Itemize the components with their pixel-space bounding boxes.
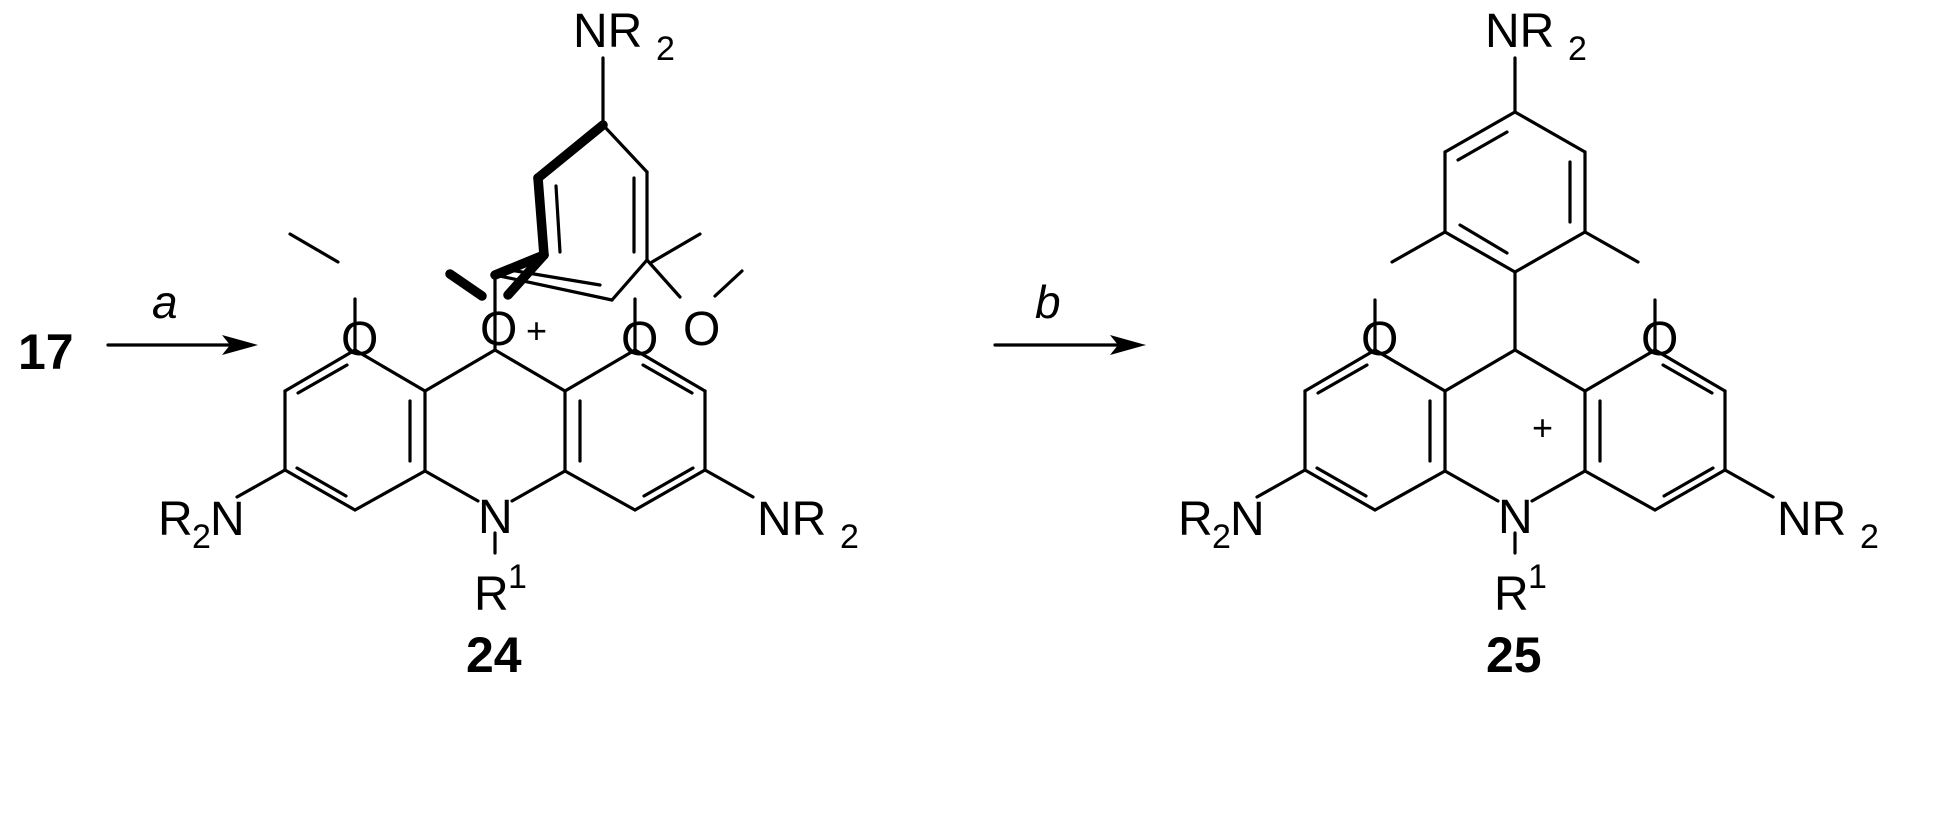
subscript: 2	[1212, 518, 1231, 556]
nr2-group-right: NR 2	[757, 493, 859, 556]
top-ring	[1443, 110, 1587, 274]
reaction-arrow-a	[106, 335, 258, 355]
acridine-central-ring	[423, 348, 567, 503]
r1-group: R 1	[1494, 558, 1547, 621]
oxygen-atom: O	[1641, 313, 1678, 366]
r2n-group-left: R 2 N	[1178, 493, 1265, 556]
nr2-text: NR	[573, 5, 642, 58]
subscript: 2	[192, 518, 211, 556]
n-text: N	[1230, 493, 1265, 546]
r1-group: R 1	[474, 558, 527, 621]
nr2-text: NR	[757, 493, 826, 546]
nr2-text: NR	[1485, 5, 1554, 58]
product-24-label: 24	[466, 627, 522, 683]
r-text: R	[474, 568, 509, 621]
nr2-group-top: NR 2	[1485, 5, 1587, 68]
nr2-group-top: NR 2	[573, 5, 675, 68]
central-ring	[1443, 270, 1587, 503]
reactant-17-label: 17	[18, 324, 74, 380]
step-a-condition: a	[152, 276, 178, 328]
nitrogen-atom: N	[478, 491, 513, 544]
r-text: R	[1494, 568, 1529, 621]
nr2-text: NR	[1777, 493, 1846, 546]
superscript: 1	[508, 558, 527, 596]
product-25-label: 25	[1486, 627, 1542, 683]
positive-charge: +	[526, 310, 547, 351]
subscript: 2	[656, 30, 675, 68]
nr2-group-right: NR 2	[1777, 493, 1879, 556]
compound-25: O O N + NR 2 R 2 N NR 2 R 1	[1178, 5, 1879, 621]
positive-charge: +	[1532, 407, 1553, 448]
right-ring	[1583, 348, 1727, 512]
superscript: 1	[1528, 558, 1547, 596]
oxygen-atom: O	[1361, 313, 1398, 366]
acridine-right-ring	[563, 348, 707, 512]
oxygen-atom: O	[683, 303, 720, 356]
acridine-left-ring	[283, 348, 427, 512]
oxygen-atom: O	[341, 313, 378, 366]
left-ring	[1303, 348, 1447, 512]
oxygen-atom: O	[480, 303, 517, 356]
r-text: R	[158, 493, 193, 546]
reaction-arrow-b	[993, 335, 1146, 355]
r-text: R	[1178, 493, 1213, 546]
r2n-group-left: R 2 N	[158, 493, 245, 556]
subscript: 2	[1860, 518, 1879, 556]
step-b-condition: b	[1035, 276, 1061, 328]
compound-24: O O O O N + NR 2 R 2 N NR 2 R 1	[158, 5, 859, 621]
oxygen-atom: O	[621, 313, 658, 366]
subscript: 2	[840, 518, 859, 556]
n-text: N	[210, 493, 245, 546]
pendant-aryl-ring	[490, 120, 649, 302]
nitrogen-atom: N	[1498, 491, 1533, 544]
subscript: 2	[1568, 30, 1587, 68]
